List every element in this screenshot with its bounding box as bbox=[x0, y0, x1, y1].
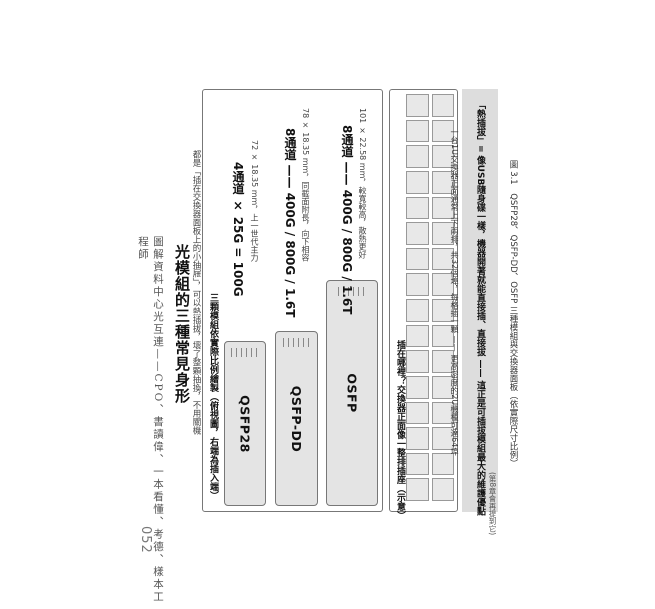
switch-port bbox=[431, 401, 454, 425]
hotplug-band bbox=[462, 89, 498, 512]
port-grid-caption: 一台1U交換器正面通常上下兩排，共32個埠，每格插一顆 —— 更高密度的2U機種… bbox=[450, 128, 459, 456]
switch-port bbox=[431, 170, 454, 194]
connector-pins-icon bbox=[231, 348, 259, 357]
spec-detail-qsfp-dd: 78 × 18.35 mm，同截面附長，向下相容 bbox=[301, 108, 310, 262]
switch-panel-label: 插在哪裡？交換器正面像一整排插座（示意） bbox=[395, 340, 405, 520]
switch-port bbox=[431, 375, 454, 399]
module-name: QSFP28 bbox=[237, 394, 253, 453]
spec-heading-osfp: 8通道 —— 400G / 800G / 1.6T bbox=[340, 125, 354, 315]
switch-port bbox=[406, 94, 429, 117]
hotplug-note: (第8章會再提到它) bbox=[488, 472, 497, 536]
hotplug-text: 「熱插拔」= 像USB隨身碟一樣，機器開著就能直接插、直接拔 —— 這正是可插拔… bbox=[475, 100, 485, 516]
switch-port bbox=[431, 452, 454, 476]
figure-caption: 圖 3.1 QSFP28、QSFP-DD、OSFP 三種模組與交換器面板（依實際… bbox=[508, 160, 518, 468]
spec-heading-qsfp28: 4通道 × 25G = 100G bbox=[231, 162, 245, 297]
switch-port bbox=[406, 196, 429, 220]
modules-panel-label: 三顆模組依實際比例繪製（俯視圖，右端為插入端） bbox=[208, 293, 218, 500]
switch-port bbox=[406, 478, 429, 501]
switch-panel bbox=[389, 89, 458, 512]
port-grid bbox=[406, 94, 454, 501]
module-osfp: OSFP bbox=[326, 280, 378, 506]
switch-port bbox=[431, 478, 454, 501]
switch-port bbox=[431, 119, 454, 143]
switch-port bbox=[406, 427, 429, 450]
module-qsfp-dd: QSFP-DD bbox=[275, 331, 318, 506]
switch-port bbox=[431, 94, 454, 117]
switch-port bbox=[406, 299, 429, 322]
switch-port bbox=[406, 145, 429, 168]
switch-port bbox=[431, 196, 454, 220]
switch-port bbox=[431, 299, 454, 322]
connector-pins-icon bbox=[338, 287, 366, 296]
switch-port bbox=[406, 119, 429, 143]
switch-port bbox=[431, 350, 454, 373]
switch-port bbox=[406, 401, 429, 425]
switch-port bbox=[431, 247, 454, 271]
switch-port bbox=[406, 273, 429, 296]
switch-port bbox=[431, 324, 454, 348]
module-qsfp28: QSFP28 bbox=[224, 341, 266, 506]
running-header: 圖解資料中心光互連——CPO、書讀偉、一本看懂、考德、樣本工程師 bbox=[137, 236, 164, 604]
spec-detail-osfp: 101 × 22.58 mm，較寬較高，散熱更好 bbox=[358, 108, 367, 259]
module-name: OSFP bbox=[344, 373, 360, 413]
module-name: QSFP-DD bbox=[289, 385, 304, 452]
figure-subtitle: 都是「插在交換器面板上的小抽屜」，可以熱插拔，壞了整顆抽換，不用關機 bbox=[191, 150, 201, 435]
switch-port bbox=[431, 222, 454, 245]
switch-port bbox=[431, 145, 454, 168]
switch-port bbox=[431, 273, 454, 296]
modules-panel bbox=[202, 89, 383, 512]
switch-port bbox=[406, 170, 429, 194]
switch-port bbox=[406, 350, 429, 373]
switch-port bbox=[406, 452, 429, 476]
connector-pins-icon bbox=[282, 338, 311, 347]
switch-port bbox=[406, 222, 429, 245]
switch-port bbox=[406, 324, 429, 348]
page-number: 052 bbox=[138, 526, 153, 554]
switch-port bbox=[406, 247, 429, 271]
spec-heading-qsfp-dd: 8通道 —— 400G / 800G / 1.6T bbox=[283, 128, 297, 318]
switch-port bbox=[431, 427, 454, 450]
spec-detail-qsfp28: 72 × 18.35 mm，上一世代主力 bbox=[250, 140, 259, 262]
figure-title: 光模組的三種常見身形 bbox=[173, 244, 191, 404]
switch-port bbox=[406, 375, 429, 399]
